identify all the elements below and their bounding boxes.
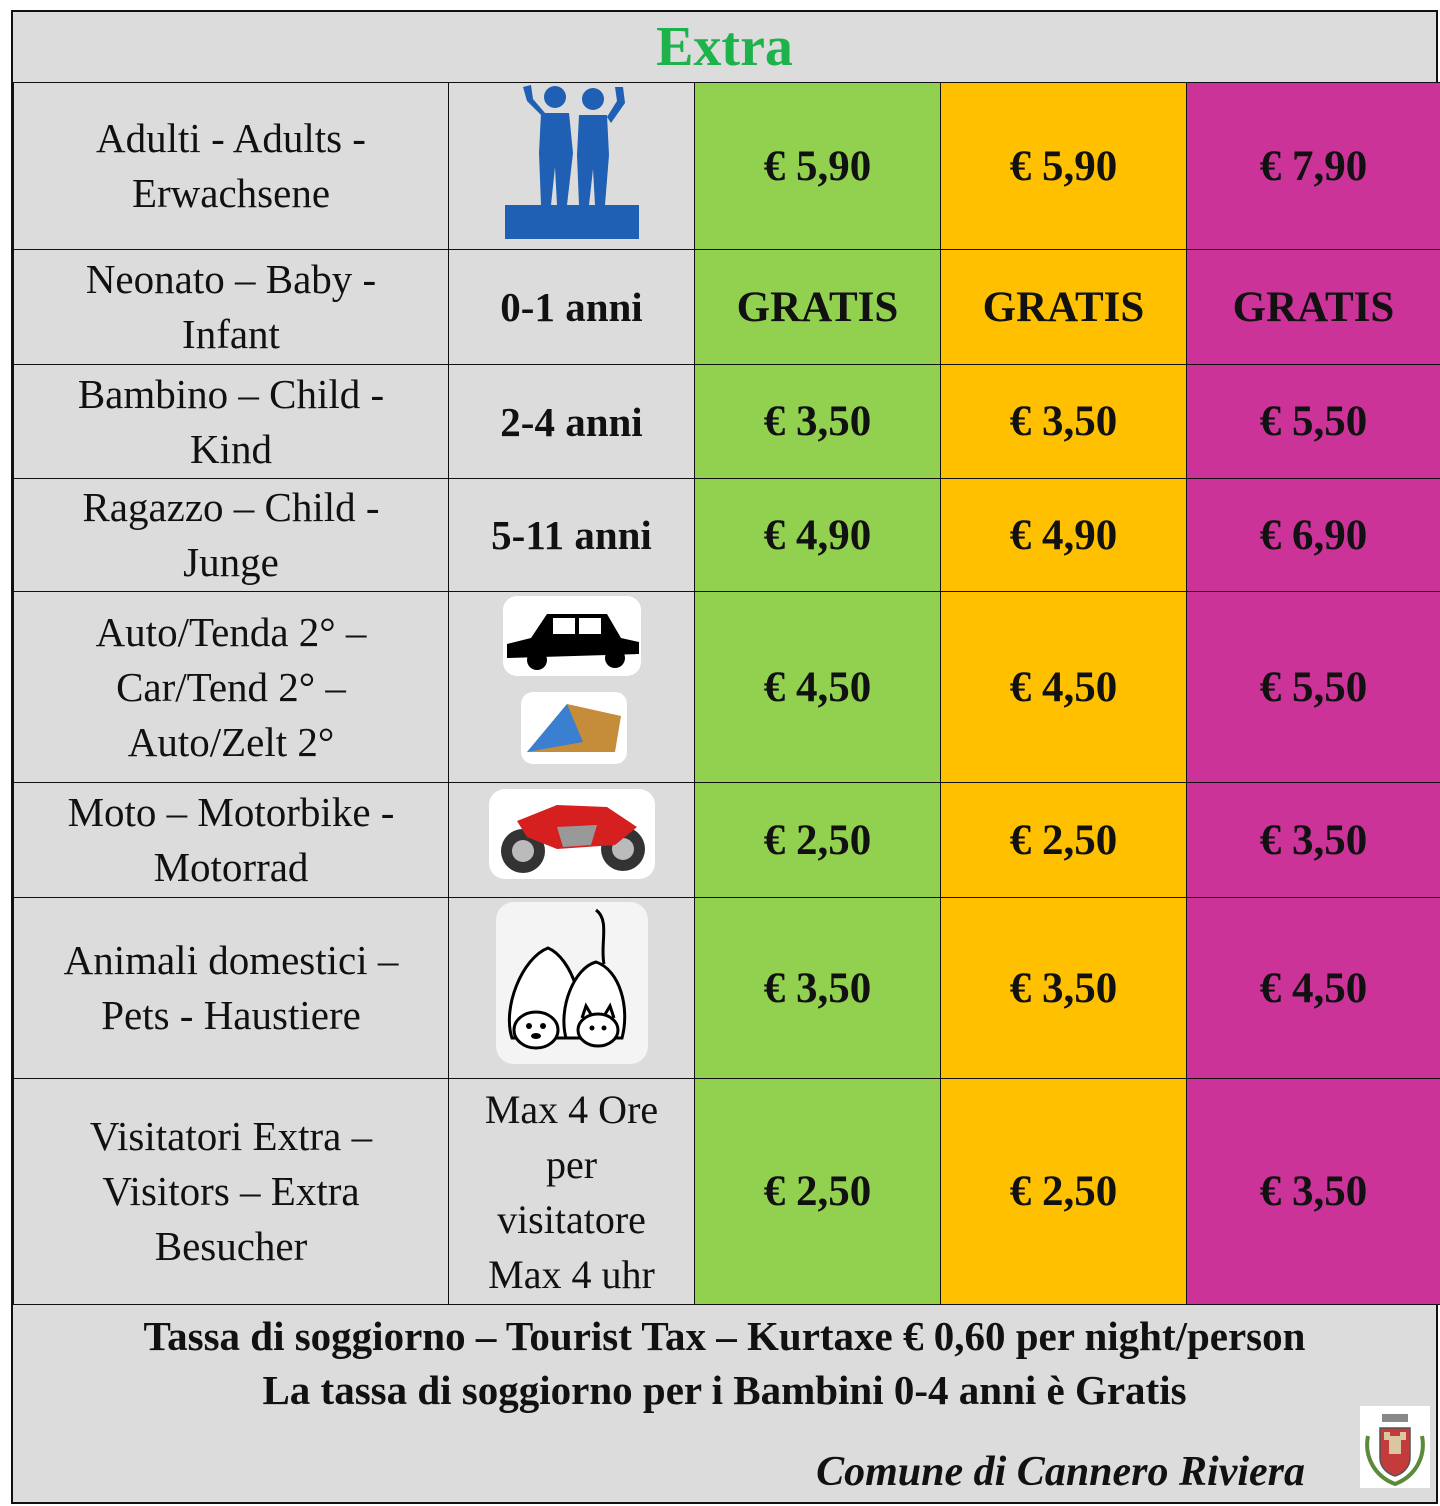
price-cell: € 4,90 xyxy=(694,478,941,592)
adults-icon xyxy=(504,85,639,239)
row-label: Moto – Motorbike - Motorrad xyxy=(13,782,449,898)
price-cell: GRATIS xyxy=(940,249,1187,365)
table-row: Animali domestici – Pets - Haustiere xyxy=(13,897,1440,1079)
table-row: Bambino – Child - Kind 2-4 anni € 3,50 €… xyxy=(13,364,1440,479)
price-cell: € 4,50 xyxy=(694,591,941,783)
motorbike-icon-cell xyxy=(448,782,695,898)
price-cell: € 6,90 xyxy=(1186,478,1440,592)
price-cell: € 4,50 xyxy=(1186,897,1440,1079)
page-title: Extra xyxy=(656,16,793,78)
car-tent-icon xyxy=(502,596,641,764)
price-cell: € 2,50 xyxy=(940,782,1187,898)
price-cell: € 3,50 xyxy=(940,364,1187,479)
price-cell: GRATIS xyxy=(1186,249,1440,365)
price-cell: € 7,90 xyxy=(1186,82,1440,250)
footer: Tassa di soggiorno – Tourist Tax – Kurta… xyxy=(13,1294,1436,1506)
pets-icon xyxy=(495,902,648,1064)
pets-icon-cell xyxy=(448,897,695,1079)
price-cell: GRATIS xyxy=(694,249,941,365)
price-cell: € 5,90 xyxy=(940,82,1187,250)
age-cell: 5-11 anni xyxy=(448,478,695,592)
price-cell: € 3,50 xyxy=(694,364,941,479)
table-row: Neonato – Baby - Infant 0-1 anni GRATIS … xyxy=(13,249,1440,365)
table-row: Auto/Tenda 2° – Car/Tend 2° – Auto/Zelt … xyxy=(13,591,1440,783)
visitor-duration-cell: Max 4 Ore per visitatore Max 4 uhr xyxy=(448,1078,695,1305)
child-tax-note: La tassa di soggiorno per i Bambini 0-4 … xyxy=(262,1367,1187,1413)
motorbike-icon xyxy=(488,789,655,879)
row-label: Ragazzo – Child - Junge xyxy=(13,478,449,592)
age-cell: 0-1 anni xyxy=(448,249,695,365)
price-cell: € 4,50 xyxy=(940,591,1187,783)
price-cell: € 5,50 xyxy=(1186,591,1440,783)
table-row: Ragazzo – Child - Junge 5-11 anni € 4,90… xyxy=(13,478,1440,592)
row-label: Auto/Tenda 2° – Car/Tend 2° – Auto/Zelt … xyxy=(13,591,449,783)
title-row: Extra xyxy=(13,12,1436,84)
row-label: Adulti - Adults - Erwachsene xyxy=(13,82,449,250)
price-cell: € 5,90 xyxy=(694,82,941,250)
price-cell: € 5,50 xyxy=(1186,364,1440,479)
price-sheet: Extra Adulti - Adults - Erwachsene xyxy=(11,10,1440,1506)
table-row: Moto – Motorbike - Motorrad € 2,50 € 2,5… xyxy=(13,782,1440,898)
price-cell: € 3,50 xyxy=(940,897,1187,1079)
adults-icon-cell xyxy=(448,82,695,250)
municipal-crest-icon xyxy=(1360,1406,1430,1488)
car-tent-icon-cell xyxy=(448,591,695,783)
price-cell: € 3,50 xyxy=(1186,782,1440,898)
price-cell: € 2,50 xyxy=(940,1078,1187,1305)
price-cell: € 2,50 xyxy=(694,1078,941,1305)
table-row: Visitatori Extra – Visitors – Extra Besu… xyxy=(13,1078,1440,1305)
tourist-tax-note: Tassa di soggiorno – Tourist Tax – Kurta… xyxy=(143,1313,1306,1359)
age-cell: 2-4 anni xyxy=(448,364,695,479)
price-cell: € 3,50 xyxy=(1186,1078,1440,1305)
row-label: Neonato – Baby - Infant xyxy=(13,249,449,365)
price-cell: € 2,50 xyxy=(694,782,941,898)
table-row: Adulti - Adults - Erwachsene € 5,90 € 5,… xyxy=(13,82,1440,250)
price-table: Adulti - Adults - Erwachsene € 5,90 € 5,… xyxy=(13,82,1440,1305)
comune-signature: Comune di Cannero Riviera xyxy=(816,1449,1305,1495)
price-cell: € 3,50 xyxy=(694,897,941,1079)
row-label: Animali domestici – Pets - Haustiere xyxy=(13,897,449,1079)
row-label: Bambino – Child - Kind xyxy=(13,364,449,479)
price-cell: € 4,90 xyxy=(940,478,1187,592)
row-label: Visitatori Extra – Visitors – Extra Besu… xyxy=(13,1078,449,1305)
